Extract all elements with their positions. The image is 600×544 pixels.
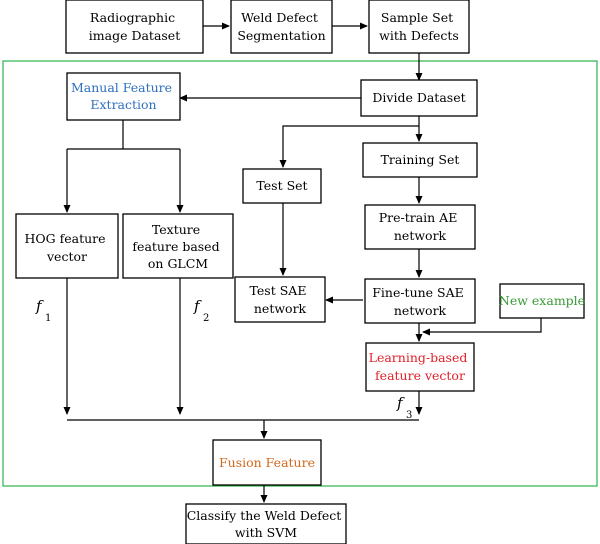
svg-text:Texture feature based: Texture feature based on GLCM bbox=[132, 222, 223, 271]
svg-text:Weld Defect Segmentation: Weld Defect Segmentation bbox=[237, 10, 325, 43]
svg-text:f: f bbox=[396, 394, 405, 412]
svg-text:Fusion Feature: Fusion Feature bbox=[219, 455, 315, 470]
node-weld-defect-segmentation: Weld Defect Segmentation bbox=[230, 0, 333, 54]
svg-text:New example: New example bbox=[499, 293, 585, 308]
node-fusion-feature: Fusion Feature bbox=[212, 439, 322, 486]
node-training-set: Training Set bbox=[362, 142, 478, 178]
svg-text:Test SAE network: Test SAE network bbox=[250, 283, 311, 316]
node-hog-feature-vector: HOG feature vector bbox=[15, 213, 119, 279]
svg-text:Test Set: Test Set bbox=[256, 178, 307, 193]
svg-text:f: f bbox=[35, 297, 44, 315]
label-f3: f 3 bbox=[396, 394, 412, 421]
node-learning-based-feature: Learning-based feature vector bbox=[365, 342, 475, 392]
edges bbox=[63, 22, 542, 503]
node-finetune-sae: Fine-tune SAE network bbox=[364, 278, 476, 324]
node-pretrain-ae: Pre-train AE network bbox=[364, 204, 476, 250]
svg-text:3: 3 bbox=[406, 410, 412, 421]
svg-text:Pre-train AE network: Pre-train AE network bbox=[379, 210, 462, 243]
node-manual-feature-extraction: Manual Feature Extraction bbox=[66, 72, 181, 121]
node-classify-svm: Classify the Weld Defect with SVM bbox=[185, 503, 347, 544]
node-divide-dataset: Divide Dataset bbox=[360, 79, 478, 117]
svg-text:Divide Dataset: Divide Dataset bbox=[372, 90, 465, 105]
label-f1: f 1 bbox=[35, 297, 51, 324]
svg-text:Learning-based feature v: Learning-based feature vector bbox=[369, 350, 472, 383]
edge-newexample-to-learning bbox=[422, 318, 542, 336]
svg-text:HOG feature vector: HOG feature vector bbox=[24, 231, 109, 264]
edge-divide-to-testset bbox=[279, 125, 419, 168]
node-new-example: New example bbox=[499, 283, 585, 319]
processing-region bbox=[2, 60, 598, 487]
node-test-sae: Test SAE network bbox=[234, 276, 326, 323]
svg-text:2: 2 bbox=[203, 313, 209, 324]
svg-text:1: 1 bbox=[45, 313, 51, 324]
svg-text:Classify the Weld Defect: Classify the Weld Defect with SVM bbox=[187, 508, 346, 540]
node-sample-set: Sample Set with Defects bbox=[368, 0, 470, 54]
label-f2: f 2 bbox=[193, 297, 209, 324]
node-test-set: Test Set bbox=[242, 168, 322, 204]
node-texture-feature: Texture feature based on GLCM bbox=[122, 213, 234, 279]
svg-text:Manual Feature Extractio: Manual Feature Extraction bbox=[71, 80, 176, 112]
svg-text:f: f bbox=[193, 297, 202, 315]
node-radiographic-dataset: Radiographic image Dataset bbox=[65, 0, 204, 54]
svg-text:Training Set: Training Set bbox=[381, 152, 460, 167]
svg-text:Radiographic image Datas: Radiographic image Dataset bbox=[89, 10, 180, 43]
svg-text:Sample Set with Defects: Sample Set with Defects bbox=[379, 10, 459, 43]
svg-text:Fine-tune SAE network: Fine-tune SAE network bbox=[372, 285, 468, 318]
